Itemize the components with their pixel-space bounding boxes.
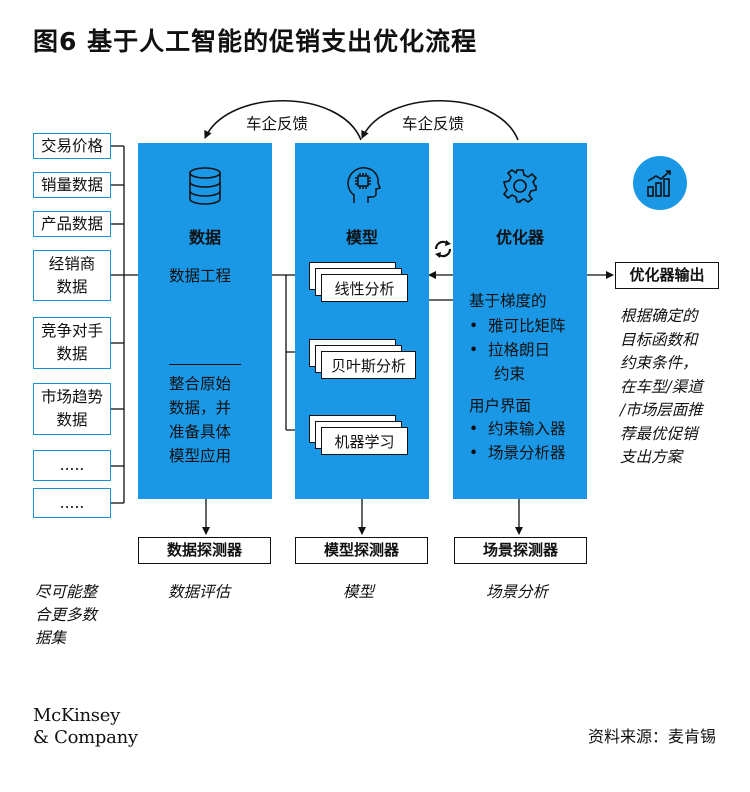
output-description: 根据确定的 目标函数和 约束条件， 在车型/渠道 /市场层面推 荐最优促销 支出… [620,305,703,470]
data-engineering-label: 数据工程 [169,267,232,285]
input-label: 数据 [56,411,88,429]
data-description-line: 模型应用 [169,447,232,465]
input-product-data: 产品数据 [33,211,111,237]
model-detector-caption: 模型 [343,583,375,601]
gradient-heading: 基于梯度的 [469,292,547,310]
gradient-item-text: 约束 [494,365,526,383]
data-description-line: 数据，并 [169,399,232,417]
output-description-line: 荐最优促销 [620,424,698,443]
output-description-line: 支出方案 [620,448,683,466]
method-label: 贝叶斯分析 [321,351,416,379]
feedback-arc-left [204,100,362,141]
left-caption-line: 尽可能整 [35,583,98,601]
ui-heading: 用户界面 [469,397,532,415]
optimizer-output-label: 优化器输出 [615,262,719,289]
brain-chip-icon [347,167,381,203]
method-label: 机器学习 [321,427,408,455]
input-label: 竞争对手 [40,322,103,340]
input-label: 交易价格 [40,136,103,155]
output-description-line: /市场层面推 [620,401,703,419]
output-description-line: 在车型/渠道 [620,377,703,396]
database-icon [189,167,221,205]
ui-list: • 约束输入器 • 场景分析器 [469,417,566,465]
method-machine-learning: 机器学习 [309,415,409,459]
gradient-item: • 拉格朗日 [469,341,551,359]
data-description-line: 准备具体 [169,423,232,441]
scenario-detector-label: 场景探测器 [454,537,587,564]
method-linear-analysis: 线性分析 [309,262,409,306]
input-dealer-data: 经销商数据 [33,250,111,301]
input-bracket [111,145,125,504]
left-caption: 尽可能整 合更多数 据集 [35,581,97,650]
refresh-icon [434,240,452,258]
growth-chart-icon [633,156,687,210]
left-caption-line: 据集 [35,629,67,647]
optimizer-column: 优化器 基于梯度的 • 雅可比矩阵 • 拉格朗日 约束 用户界面 • 约束输入器… [453,143,587,499]
input-label: 经销商 [48,254,96,273]
input-market-trend-data: 市场趋势数据 [33,383,111,435]
input-sales-data: 销量数据 [33,172,111,198]
input-label: 产品数据 [40,214,103,233]
feedback-label-right: 车企反馈 [402,115,465,133]
arrows-to-detectors [202,499,523,535]
ui-item: • 约束输入器 [469,420,566,438]
model-detector-label: 模型探测器 [295,537,428,564]
data-detector-caption: 数据评估 [168,583,231,601]
optimizer-column-title: 优化器 [495,228,544,247]
feedback-arc-right [361,100,519,141]
gradient-item: • 雅可比矩阵 [469,317,566,335]
input-label: 市场趋势 [40,388,103,406]
data-description: 整合原始 数据，并 准备具体 模型应用 [169,372,231,468]
mckinsey-logo: McKinsey & Company [33,705,138,749]
gradient-list: • 雅可比矩阵 • 拉格朗日 约束 [469,314,566,386]
logo-line: McKinsey [33,705,120,726]
data-description-line: 整合原始 [169,375,232,393]
left-caption-line: 合更多数 [35,606,98,624]
input-label: ..... [59,493,85,512]
gear-icon [502,169,538,203]
ui-item: • 场景分析器 [469,444,566,462]
source-note: 资料来源：麦肯锡 [587,727,716,746]
input-more-2: ..... [33,488,111,518]
data-column: 数据 数据工程 整合原始 数据，并 准备具体 模型应用 [138,143,272,499]
input-competitor-data: 竞争对手数据 [33,317,111,369]
page-title: 图6 基于人工智能的促销支出优化流程 [33,27,478,56]
output-description-line: 目标函数和 [620,330,698,349]
method-bayesian-analysis: 贝叶斯分析 [309,339,416,383]
model-column-title: 模型 [345,228,378,247]
output-description-line: 根据确定的 [620,307,698,325]
input-label: 销量数据 [40,175,103,194]
data-column-title: 数据 [188,228,221,247]
gradient-item-text: 拉格朗日 [488,341,551,359]
feedback-label-left: 车企反馈 [246,115,309,133]
data-detector-label: 数据探测器 [138,537,271,564]
method-label: 线性分析 [321,274,408,302]
scenario-detector-caption: 场景分析 [486,583,549,601]
gradient-item: 约束 [469,362,566,386]
input-label: 数据 [56,345,88,363]
ui-item-text: 约束输入器 [488,420,566,438]
input-label: ..... [59,456,85,474]
input-label: 数据 [56,277,88,296]
ui-item-text: 场景分析器 [488,444,566,462]
input-more-1: ..... [33,450,111,481]
output-description-line: 约束条件， [620,354,698,372]
divider [169,364,241,365]
logo-line: & Company [33,727,138,748]
input-transaction-price: 交易价格 [33,133,111,159]
gradient-item-text: 雅可比矩阵 [488,317,566,335]
